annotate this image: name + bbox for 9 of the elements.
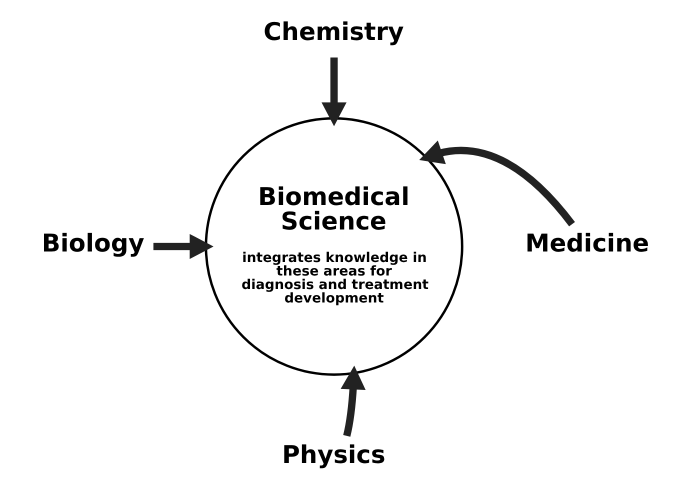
node-text: Medicine xyxy=(525,228,650,258)
node-text: Chemistry xyxy=(264,16,404,46)
node-text: Physics xyxy=(282,440,386,469)
arrow xyxy=(419,140,575,226)
arrow xyxy=(322,57,347,126)
arrow xyxy=(153,234,214,260)
node-circle: Biomedical Science integrates knowledge in these areas for diagnosis and treatment development xyxy=(204,117,464,376)
arrow xyxy=(340,366,366,437)
node-text: Biology xyxy=(42,228,144,258)
